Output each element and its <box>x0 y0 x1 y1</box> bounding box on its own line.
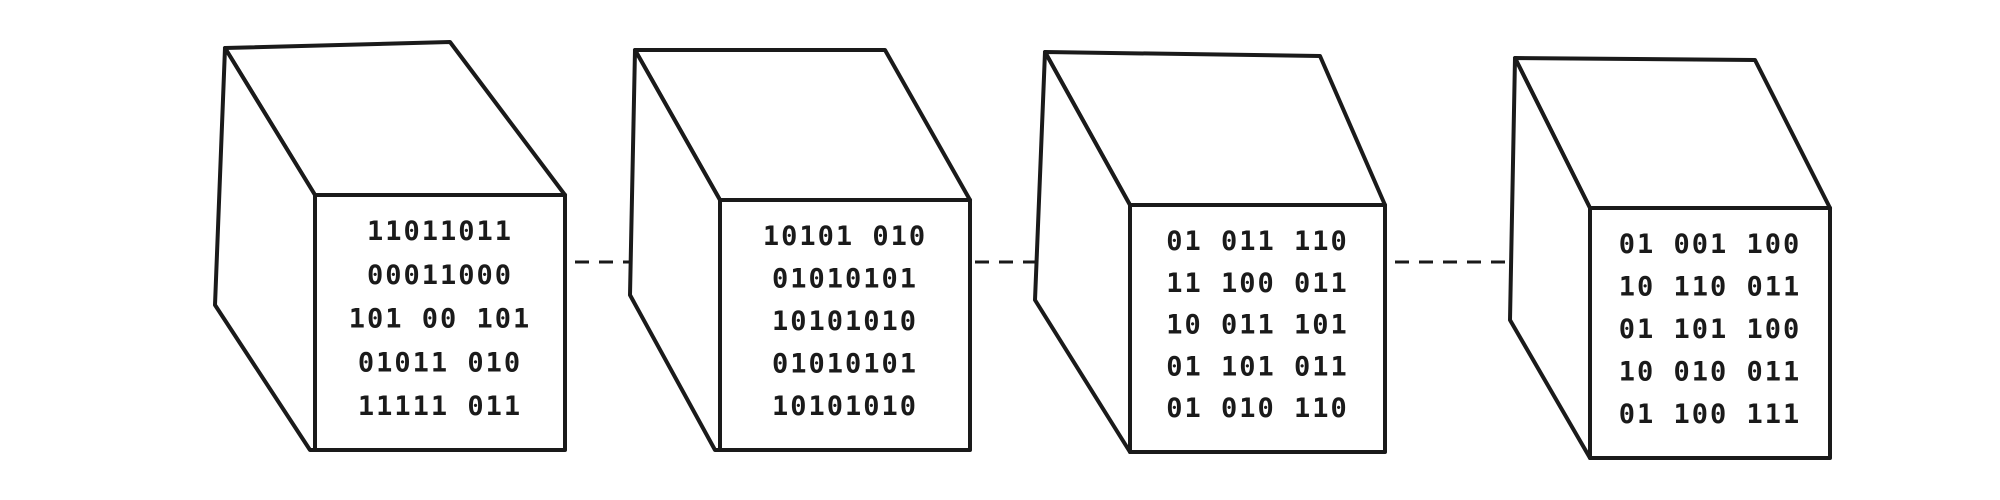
block-front-face <box>1588 206 1832 460</box>
block-side-face <box>628 48 722 452</box>
binary-row: 10101010 <box>772 306 918 337</box>
block-4: 01 001 100 10 110 011 01 101 100 10 010 011… <box>1508 56 1832 460</box>
binary-row: 01 001 100 <box>1619 229 1802 260</box>
binary-row: 01011 010 <box>358 347 522 378</box>
block-front-face <box>1128 203 1387 454</box>
block-side-face <box>213 46 317 452</box>
binary-row: 11111 011 <box>358 391 522 422</box>
block-1: 11011011 00011000 101 00 101 01011 010 11111… <box>213 40 567 452</box>
block-front-face <box>718 198 972 452</box>
binary-row: 11 100 011 <box>1166 268 1349 299</box>
block-3: 01 011 110 11 100 011 10 011 101 01 101 011… <box>1033 50 1387 454</box>
block-2: 10101 010 01010101 10101010 01010101 1010101… <box>628 48 972 452</box>
binary-row: 01010101 <box>772 349 918 380</box>
block-binary-data: 01 001 100 10 110 011 01 101 100 10 010 011… <box>1619 229 1802 430</box>
binary-row: 10101010 <box>772 391 918 422</box>
block-binary-data: 10101 010 01010101 10101010 01010101 1010101… <box>763 221 927 422</box>
binary-row: 10101 010 <box>763 221 927 252</box>
binary-row: 11011011 <box>367 216 513 247</box>
block-binary-data: 01 011 110 11 100 011 10 011 101 01 101 011… <box>1166 226 1349 424</box>
binary-row: 00011000 <box>367 260 513 291</box>
binary-row: 01 011 110 <box>1166 226 1349 257</box>
binary-row: 01 101 011 <box>1166 351 1349 382</box>
block-binary-data: 11011011 00011000 101 00 101 01011 010 11111… <box>349 216 532 422</box>
binary-row: 10 011 101 <box>1166 310 1349 341</box>
binary-row: 10 110 011 <box>1619 272 1802 303</box>
blocks-layer: 11011011 00011000 101 00 101 01011 010 11111… <box>213 40 1832 460</box>
binary-row: 01 101 100 <box>1619 314 1802 345</box>
binary-row: 01 010 110 <box>1166 393 1349 424</box>
binary-row: 01010101 <box>772 264 918 295</box>
block-front-face <box>313 193 567 452</box>
binary-row: 101 00 101 <box>349 304 532 335</box>
binary-row: 10 010 011 <box>1619 357 1802 388</box>
binary-row: 01 100 111 <box>1619 399 1802 430</box>
